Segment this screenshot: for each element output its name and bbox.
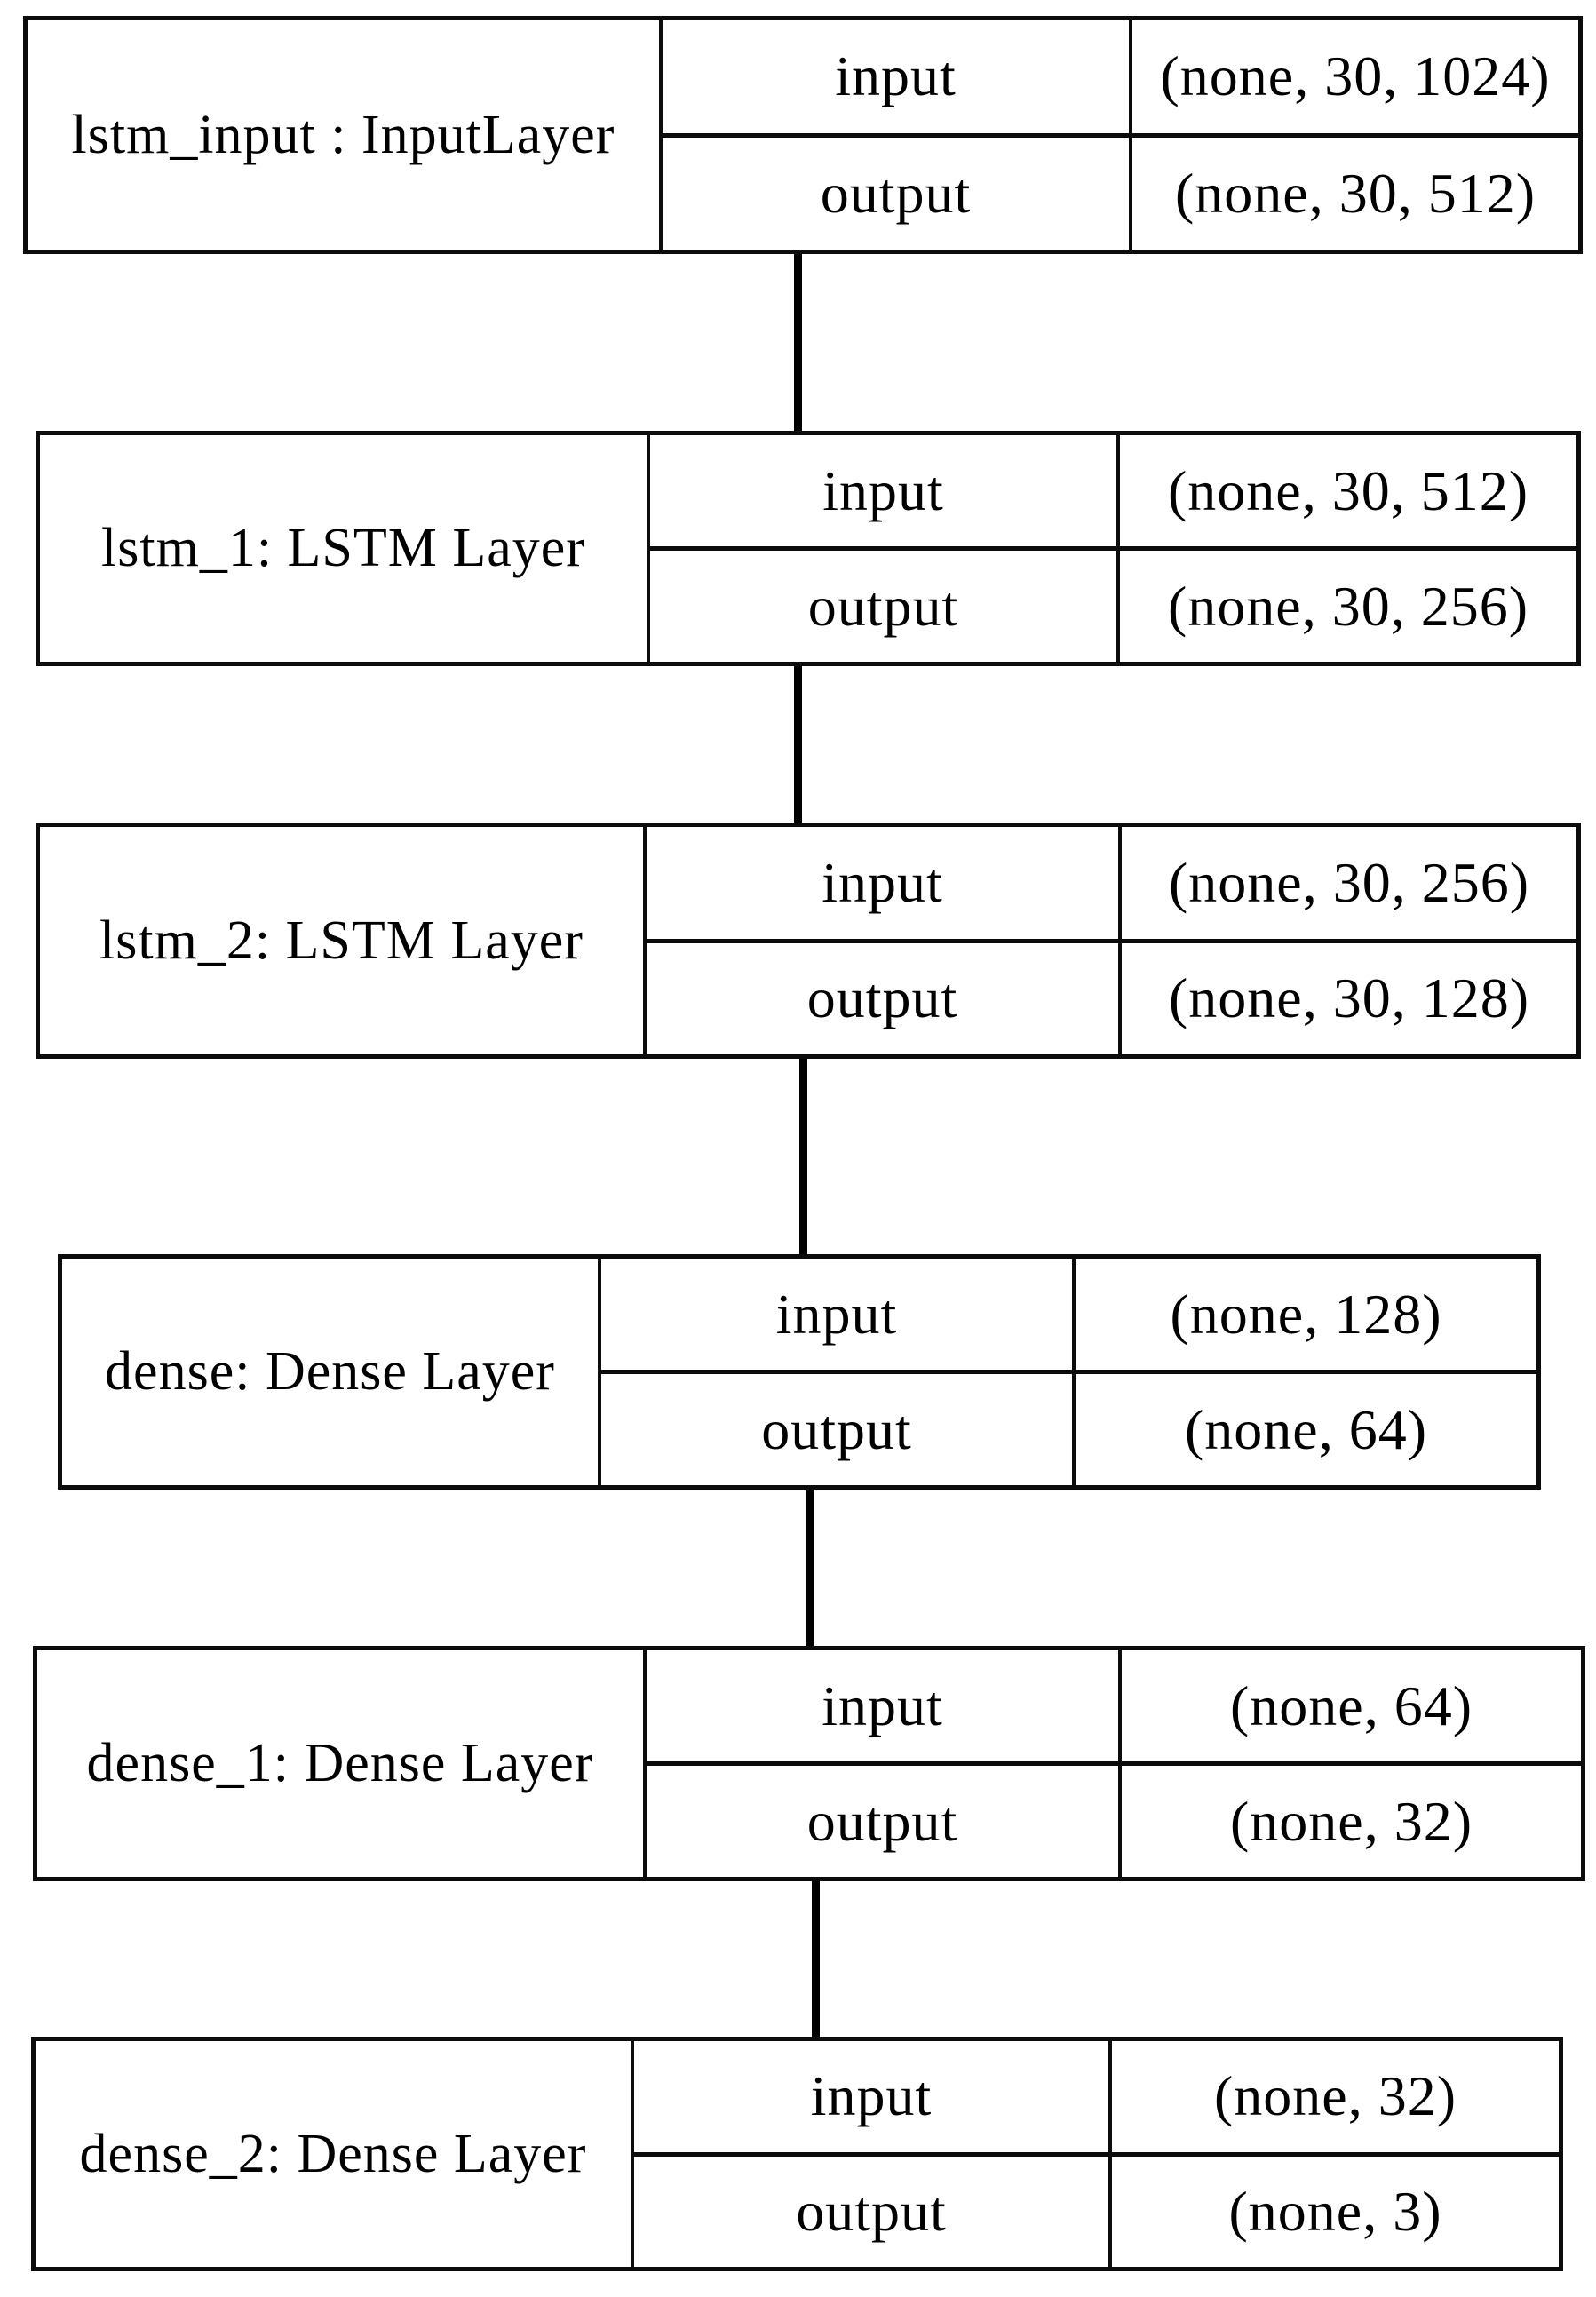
io-table: input (none, 32) output (none, 3) [634,2041,1559,2267]
input-shape: (none, 30, 512) [1167,458,1529,522]
output-row: output (none, 30, 512) [663,137,1578,250]
input-row: input (none, 30, 256) [647,827,1576,943]
output-label: output [601,1374,1076,1485]
output-label: output [647,1766,1122,1877]
layer-box-lstm-input: lstm_input : InputLayer input (none, 30,… [23,16,1583,254]
output-label: output [663,137,1132,250]
layer-name-label: lstm_input : InputLayer [71,104,615,165]
output-shape: (none, 30, 256) [1167,574,1529,638]
connector-line [812,1881,820,2037]
connector-line [794,254,802,431]
layer-name-label: dense_1: Dense Layer [86,1733,594,1793]
layer-name-cell: dense: Dense Layer [62,1259,601,1485]
layer-name-cell: lstm_2: LSTM Layer [40,827,647,1054]
output-row: output (none, 32) [647,1766,1581,1877]
input-label: input [634,2041,1112,2152]
input-row: input (none, 30, 1024) [663,20,1578,138]
output-shape: (none, 64) [1184,1397,1428,1461]
output-row: output (none, 64) [601,1374,1536,1485]
output-row: output (none, 30, 256) [650,551,1576,662]
input-shape: (none, 64) [1229,1673,1473,1737]
io-table: input (none, 128) output (none, 64) [601,1259,1536,1485]
input-shape: (none, 32) [1213,2064,1457,2128]
output-label: output [634,2156,1112,2267]
layer-box-dense: dense: Dense Layer input (none, 128) out… [58,1254,1541,1490]
output-shape: (none, 32) [1229,1789,1473,1853]
layer-name-label: dense_2: Dense Layer [79,2123,587,2184]
input-row: input (none, 32) [634,2041,1559,2157]
input-shape: (none, 128) [1170,1282,1442,1346]
layer-name-cell: lstm_input : InputLayer [28,20,663,250]
input-label: input [650,435,1120,546]
input-label: input [601,1259,1076,1370]
layer-box-lstm-1: lstm_1: LSTM Layer input (none, 30, 512)… [36,431,1581,666]
output-row: output (none, 30, 128) [647,942,1576,1054]
input-label: input [663,20,1132,133]
output-shape: (none, 30, 512) [1174,161,1536,225]
input-row: input (none, 128) [601,1259,1536,1374]
io-table: input (none, 64) output (none, 32) [647,1650,1581,1877]
output-shape: (none, 30, 128) [1168,966,1530,1030]
output-shape: (none, 3) [1228,2179,1442,2243]
output-row: output (none, 3) [634,2156,1559,2267]
connector-line [806,1490,814,1646]
io-table: input (none, 30, 512) output (none, 30, … [650,435,1576,662]
layer-name-label: lstm_2: LSTM Layer [99,910,584,971]
input-label: input [647,827,1122,939]
layer-name-label: dense: Dense Layer [105,1341,555,1402]
input-row: input (none, 64) [647,1650,1581,1766]
output-label: output [650,551,1120,662]
input-label: input [647,1650,1122,1761]
layer-name-cell: dense_2: Dense Layer [36,2041,634,2267]
input-row: input (none, 30, 512) [650,435,1576,551]
io-table: input (none, 30, 256) output (none, 30, … [647,827,1576,1054]
connector-line [794,666,802,823]
layer-box-dense-1: dense_1: Dense Layer input (none, 64) ou… [33,1646,1585,1881]
layer-box-lstm-2: lstm_2: LSTM Layer input (none, 30, 256)… [36,823,1581,1059]
layer-box-dense-2: dense_2: Dense Layer input (none, 32) ou… [31,2037,1563,2271]
input-shape: (none, 30, 1024) [1160,44,1551,108]
layer-name-label: lstm_1: LSTM Layer [101,518,585,578]
layer-name-cell: dense_1: Dense Layer [37,1650,647,1877]
connector-line [799,1059,807,1254]
io-table: input (none, 30, 1024) output (none, 30,… [663,20,1578,250]
layer-name-cell: lstm_1: LSTM Layer [40,435,650,662]
output-label: output [647,942,1122,1054]
input-shape: (none, 30, 256) [1168,850,1530,914]
